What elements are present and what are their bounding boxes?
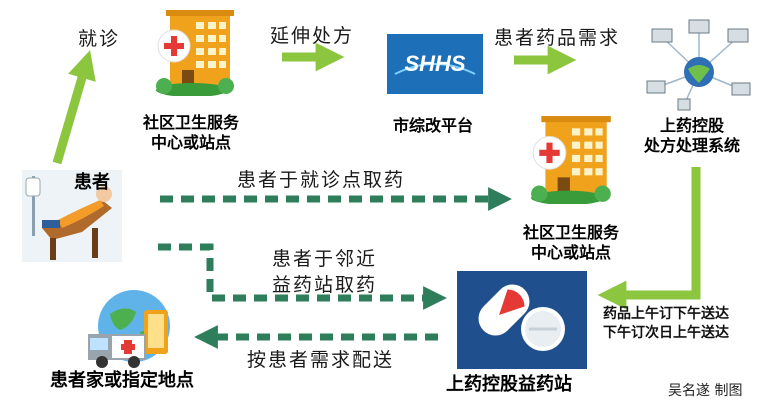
node-patient: 患者	[74, 172, 110, 193]
node-clinic-mid: 社区卫生服务 中心或站点	[523, 223, 619, 263]
label-pickup-nearby-1: 患者于邻近	[272, 248, 378, 270]
platform-logo-text: SHHS	[404, 51, 465, 76]
node-system-line1: 上药控股	[660, 116, 725, 135]
clinic-building-icon	[156, 10, 234, 96]
label-extend-prescription: 延伸处方	[270, 25, 355, 47]
platform-logo-icon: SHHS	[387, 34, 483, 94]
label-pickup-nearby-2: 益药站取药	[272, 274, 378, 296]
node-system: 上药控股 处方处理系统	[644, 116, 740, 156]
delivery-note-line2: 下午订次日上午送达	[603, 324, 729, 341]
home-delivery-icon	[88, 290, 170, 368]
node-clinic-mid-line2: 中心或站点	[531, 243, 612, 262]
label-visit: 就诊	[78, 28, 121, 50]
label-drug-demand: 患者药品需求	[494, 27, 621, 49]
node-clinic-top-line1: 社区卫生服务	[143, 113, 240, 132]
label-deliver: 按患者需求配送	[247, 349, 395, 371]
patient-in-chair-icon	[22, 170, 122, 262]
arrow-visit	[52, 50, 96, 165]
arrow-pickup-nearby	[158, 243, 447, 310]
node-system-line2: 处方处理系统	[644, 136, 741, 155]
node-platform: 市综改平台	[393, 116, 474, 135]
delivery-note-line1: 药品上午订下午送达	[603, 306, 729, 322]
clinic-building-icon-secondary	[531, 116, 611, 204]
node-home: 患者家或指定地点	[50, 370, 194, 391]
arrow-system-to-station	[597, 167, 701, 310]
network-system-icon	[646, 19, 751, 111]
label-pickup-clinic: 患者于就诊点取药	[237, 169, 406, 191]
pharmacy-station-pills-icon	[457, 271, 587, 369]
node-station: 上药控股益药站	[446, 374, 572, 395]
node-clinic-top-line2: 中心或站点	[151, 133, 232, 152]
image-credit: 吴名遂 制图	[668, 383, 743, 399]
node-clinic-top: 社区卫生服务 中心或站点	[143, 113, 239, 153]
delivery-schedule-note: 药品上午订下午送达 下午订次日上午送达	[603, 305, 729, 343]
node-clinic-mid-line1: 社区卫生服务	[523, 223, 620, 242]
